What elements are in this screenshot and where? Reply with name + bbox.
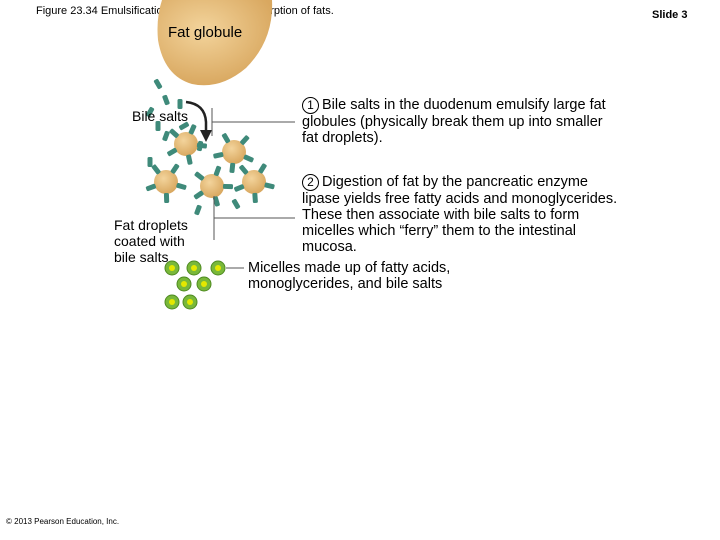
bile-salt-icon — [194, 171, 205, 181]
bile-salt-icon — [163, 192, 170, 204]
step-2-text: Digestion of fat by the pancreatic enzym… — [302, 174, 618, 255]
bile-salt-icon — [213, 165, 222, 177]
bile-salt-icon — [167, 147, 178, 157]
micelle-icon — [164, 294, 180, 310]
bile-salt-icon — [169, 128, 179, 138]
bile-salt-icon — [155, 121, 161, 131]
bile-salt-icon — [239, 164, 249, 175]
fat-droplet-icon — [213, 133, 254, 173]
bile-salt-icon — [231, 198, 241, 210]
micelles-label: Micelles made up of fatty acids, monogly… — [248, 260, 451, 292]
copyright: © 2013 Pearson Education, Inc. — [6, 517, 120, 526]
bile-salt-icon — [177, 99, 183, 109]
bile-salt-icon — [252, 192, 258, 204]
bile-salt-icon — [222, 183, 234, 190]
bile-salt-icon — [193, 190, 204, 200]
bile-salt-icon — [240, 135, 250, 145]
bile-salt-icon — [178, 121, 190, 131]
bile-salt-icon — [221, 133, 231, 144]
bile-salt-icon — [243, 154, 254, 163]
bile-salt-icon — [213, 152, 224, 159]
fat-droplet-icon — [193, 165, 234, 207]
bile-salt-icon — [145, 183, 157, 192]
micelle-icon — [186, 260, 202, 276]
micelle-icon — [164, 260, 180, 276]
bile-salt-icon — [147, 157, 153, 167]
emulsify-arrow — [185, 100, 208, 132]
bile-salt-icon — [162, 94, 170, 106]
micelle-icon — [210, 260, 226, 276]
bile-salt-icon — [234, 184, 245, 192]
step-2-number: 2 — [302, 174, 319, 191]
fat-droplet-icon — [145, 163, 187, 204]
bile-salt-icon — [212, 196, 220, 207]
bile-salt-icon — [186, 154, 193, 165]
bile-salt-icon — [145, 106, 155, 118]
fat-droplet-icon — [234, 163, 275, 204]
bile-salt-icon — [170, 163, 180, 174]
emulsify-arrowhead — [200, 130, 212, 142]
slide-number: Slide 3 — [652, 9, 688, 21]
bile-salt-icon — [264, 182, 275, 190]
micelle-icon — [176, 276, 192, 292]
bile-salts-label: Bile salts — [132, 108, 189, 124]
fat-droplets-coated — [145, 124, 275, 216]
bile-salt-icon — [196, 142, 207, 149]
micelles — [164, 260, 226, 310]
bile-salt-icon — [188, 124, 197, 135]
bile-salt-icon — [176, 182, 187, 190]
step-1-number: 1 — [302, 97, 319, 114]
fat-globule-label: Fat globule — [168, 24, 243, 41]
bile-salt-icon — [229, 162, 236, 173]
bile-salt-icon — [194, 204, 202, 216]
bile-salt-icon — [151, 164, 161, 175]
bile-salt-icon — [153, 78, 163, 90]
fat-droplets-label: Fat droplets coated with bile salts — [114, 217, 188, 265]
bile-salt-icon — [258, 163, 267, 174]
step-1-text: Bile salts in the duodenum emulsify larg… — [302, 97, 606, 146]
bile-salt-icon — [162, 130, 170, 142]
fat-globule — [157, 0, 273, 86]
micelle-icon — [182, 294, 198, 310]
fat-droplet-icon — [167, 124, 207, 165]
micelle-icon — [196, 276, 212, 292]
